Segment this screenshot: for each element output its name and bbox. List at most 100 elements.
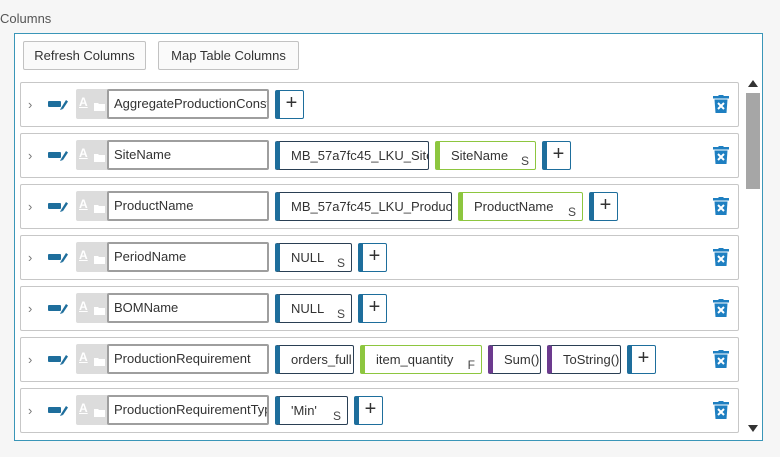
column-name-input[interactable]: AggregateProductionConst — [107, 89, 269, 119]
chevron-right-icon[interactable]: › — [28, 301, 33, 316]
chevron-right-icon[interactable]: › — [28, 199, 33, 214]
text-type-icon: A — [79, 146, 88, 160]
mapping-chip-label: MB_57a7fc45_LKU_Sites — [291, 148, 429, 163]
folder-icon — [94, 150, 105, 162]
column-name-input[interactable]: ProductName — [107, 191, 269, 221]
text-type-icon: A — [79, 350, 88, 364]
column-name-input[interactable]: PeriodName — [107, 242, 269, 272]
mapping-chip-label: SiteName — [451, 148, 509, 163]
scrollbar-thumb[interactable] — [746, 93, 760, 189]
mapping-chip-label: orders_full — [291, 352, 352, 367]
mapping-chip[interactable]: ProductName S — [458, 192, 583, 221]
map-table-columns-button[interactable]: Map Table Columns — [158, 41, 299, 70]
column-type-box: A — [76, 293, 108, 323]
folder-icon — [94, 303, 105, 315]
mapping-chip[interactable]: SiteName S — [435, 141, 536, 170]
mapping-chip-label: ToString() — [563, 352, 620, 367]
add-mapping-button[interactable]: + — [358, 243, 387, 272]
mapping-chip-type: S — [336, 307, 345, 321]
mapping-chip-label: 'Min' — [291, 403, 317, 418]
mapping-chip[interactable]: Sum() — [488, 345, 541, 374]
edit-pencil-icon[interactable] — [47, 249, 69, 267]
chevron-right-icon[interactable]: › — [28, 250, 33, 265]
trash-icon[interactable] — [713, 197, 729, 215]
scroll-up-arrow-icon[interactable] — [748, 80, 758, 87]
add-mapping-button[interactable]: + — [627, 345, 656, 374]
add-mapping-button[interactable]: + — [358, 294, 387, 323]
add-mapping-button[interactable]: + — [589, 192, 618, 221]
text-type-icon: A — [79, 299, 88, 313]
column-row: › A ProductName MB_57a7fc45_LKU_Products Pro… — [20, 184, 739, 229]
mapping-chip-label: NULL — [291, 250, 325, 265]
mapping-chip[interactable]: item_quantity F — [360, 345, 482, 374]
mapping-chip-type: S — [336, 256, 345, 270]
mapping-chip-label: Sum() — [504, 352, 540, 367]
mapping-chip-type: F — [467, 358, 475, 372]
column-name-input[interactable]: BOMName — [107, 293, 269, 323]
column-type-box: A — [76, 344, 108, 374]
column-type-box: A — [76, 89, 108, 119]
column-name-input[interactable]: ProductionRequirementTyp — [107, 395, 269, 425]
folder-icon — [94, 201, 105, 213]
trash-icon[interactable] — [713, 350, 729, 368]
edit-pencil-icon[interactable] — [47, 198, 69, 216]
mapping-chip-label: ProductName — [474, 199, 554, 214]
column-name-input[interactable]: ProductionRequirement — [107, 344, 269, 374]
column-type-box: A — [76, 242, 108, 272]
column-type-box: A — [76, 140, 108, 170]
column-row: › A BOMName NULL S + — [20, 286, 739, 331]
trash-icon[interactable] — [713, 95, 729, 113]
folder-icon — [94, 405, 105, 417]
mapping-chip[interactable]: 'Min' S — [275, 396, 348, 425]
text-type-icon: A — [79, 248, 88, 262]
trash-icon[interactable] — [713, 299, 729, 317]
mapping-chip-label: NULL — [291, 301, 325, 316]
refresh-columns-button[interactable]: Refresh Columns — [23, 41, 146, 70]
mapping-chip-type: S — [567, 205, 576, 219]
column-type-box: A — [76, 191, 108, 221]
add-mapping-button[interactable]: + — [542, 141, 571, 170]
mapping-chip[interactable]: NULL S — [275, 294, 352, 323]
edit-pencil-icon[interactable] — [47, 402, 69, 420]
folder-icon — [94, 252, 105, 264]
trash-icon[interactable] — [713, 248, 729, 266]
text-type-icon: A — [79, 401, 88, 415]
add-mapping-button[interactable]: + — [275, 90, 304, 119]
folder-icon — [94, 99, 105, 111]
text-type-icon: A — [79, 197, 88, 211]
edit-pencil-icon[interactable] — [47, 147, 69, 165]
mapping-chip-label: MB_57a7fc45_LKU_Products — [291, 199, 452, 214]
column-row: › A PeriodName NULL S + — [20, 235, 739, 280]
add-mapping-button[interactable]: + — [354, 396, 383, 425]
edit-pencil-icon[interactable] — [47, 96, 69, 114]
chevron-right-icon[interactable]: › — [28, 97, 33, 112]
mapping-chip-type: S — [520, 154, 529, 168]
columns-label: Columns — [0, 11, 52, 26]
chevron-right-icon[interactable]: › — [28, 403, 33, 418]
folder-icon — [94, 354, 105, 366]
scroll-down-arrow-icon[interactable] — [748, 425, 758, 432]
trash-icon[interactable] — [713, 401, 729, 419]
column-row: › A AggregateProductionConst+ — [20, 82, 739, 127]
mapping-chip[interactable]: ToString() — [547, 345, 621, 374]
mapping-chip[interactable]: MB_57a7fc45_LKU_Products — [275, 192, 452, 221]
edit-pencil-icon[interactable] — [47, 300, 69, 318]
edit-pencil-icon[interactable] — [47, 351, 69, 369]
column-name-input[interactable]: SiteName — [107, 140, 269, 170]
chevron-right-icon[interactable]: › — [28, 352, 33, 367]
column-row: › A ProductionRequirement orders_full item_q… — [20, 337, 739, 382]
trash-icon[interactable] — [713, 146, 729, 164]
mapping-chip[interactable]: MB_57a7fc45_LKU_Sites — [275, 141, 429, 170]
chevron-right-icon[interactable]: › — [28, 148, 33, 163]
mapping-chip[interactable]: orders_full — [275, 345, 354, 374]
mapping-chip[interactable]: NULL S — [275, 243, 352, 272]
column-row: › A ProductionRequirementTyp 'Min' S + — [20, 388, 739, 433]
mapping-chip-type: S — [332, 409, 341, 423]
vertical-scrollbar[interactable] — [744, 79, 762, 434]
column-type-box: A — [76, 395, 108, 425]
mapping-chip-label: item_quantity — [376, 352, 454, 367]
text-type-icon: A — [79, 95, 88, 109]
